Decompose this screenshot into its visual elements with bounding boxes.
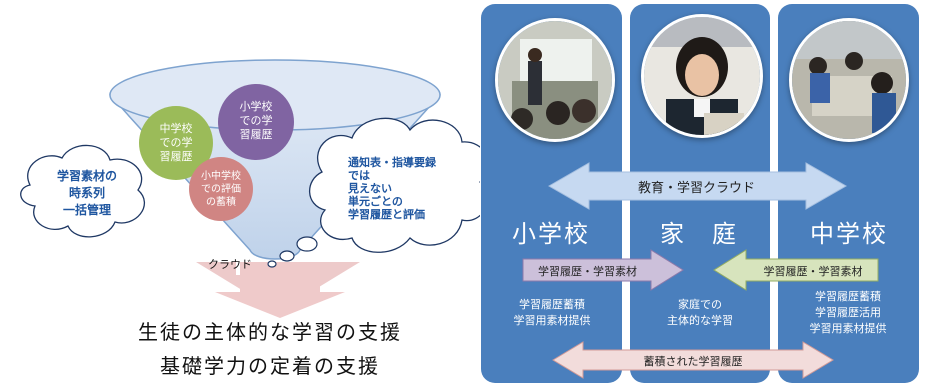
home-description: 家庭での主体的な学習 — [667, 298, 733, 327]
accum-double-arrow — [552, 341, 834, 379]
circle-es — [218, 84, 294, 160]
circle-both-text: 小中学校での評価の蓄積 — [201, 171, 241, 208]
label-junior-high: 中学校 — [810, 220, 888, 248]
jhs-description: 学習履歴蓄積学習履歴活用学習用素材提供 — [809, 290, 887, 335]
label-home: 家 庭 — [660, 220, 738, 248]
cloud-label: クラウド — [208, 258, 252, 271]
cloud-left-text: 学習素材の 時系列 一括管理 — [56, 169, 117, 217]
right-arrows — [522, 162, 879, 379]
thought-bubble-1 — [296, 236, 318, 252]
arrow-jhs-label: 学習履歴・学習素材 — [763, 265, 863, 278]
arrow-es-to-home — [522, 249, 684, 291]
cloud-arrow-label: 教育・学習クラウド — [637, 181, 755, 196]
arrow-es-label: 学習履歴・学習素材 — [538, 265, 637, 278]
circle-es-text: 小学校での学習履歴 — [239, 100, 273, 141]
thought-bubble-3 — [267, 260, 277, 268]
circle-jhs — [139, 106, 213, 180]
es-description: 学習履歴蓄積学習用素材提供 — [513, 298, 591, 327]
circle-both — [189, 157, 253, 221]
cloud-double-arrow — [547, 162, 848, 210]
label-elementary: 小学校 — [512, 220, 590, 248]
cloud-right — [309, 117, 480, 253]
thought-bubble-2 — [279, 250, 295, 262]
photo-classroom — [495, 18, 615, 142]
support-text-2: 基礎学力の定着の支援 — [160, 354, 380, 378]
left-diagram — [20, 59, 480, 318]
support-text-1: 生徒の主体的な学習の支援 — [138, 320, 402, 344]
photo-group-work — [789, 18, 909, 142]
accum-label: 蓄積された学習履歴 — [643, 355, 743, 368]
cloud-right-text: 通知表・指導要録 では 見えない 単元ごとの 学習履歴と評価 — [348, 156, 436, 221]
circle-jhs-text: 中学校での学習履歴 — [159, 122, 193, 163]
cloud-left — [20, 144, 145, 238]
arrow-jhs-to-home — [713, 249, 879, 291]
